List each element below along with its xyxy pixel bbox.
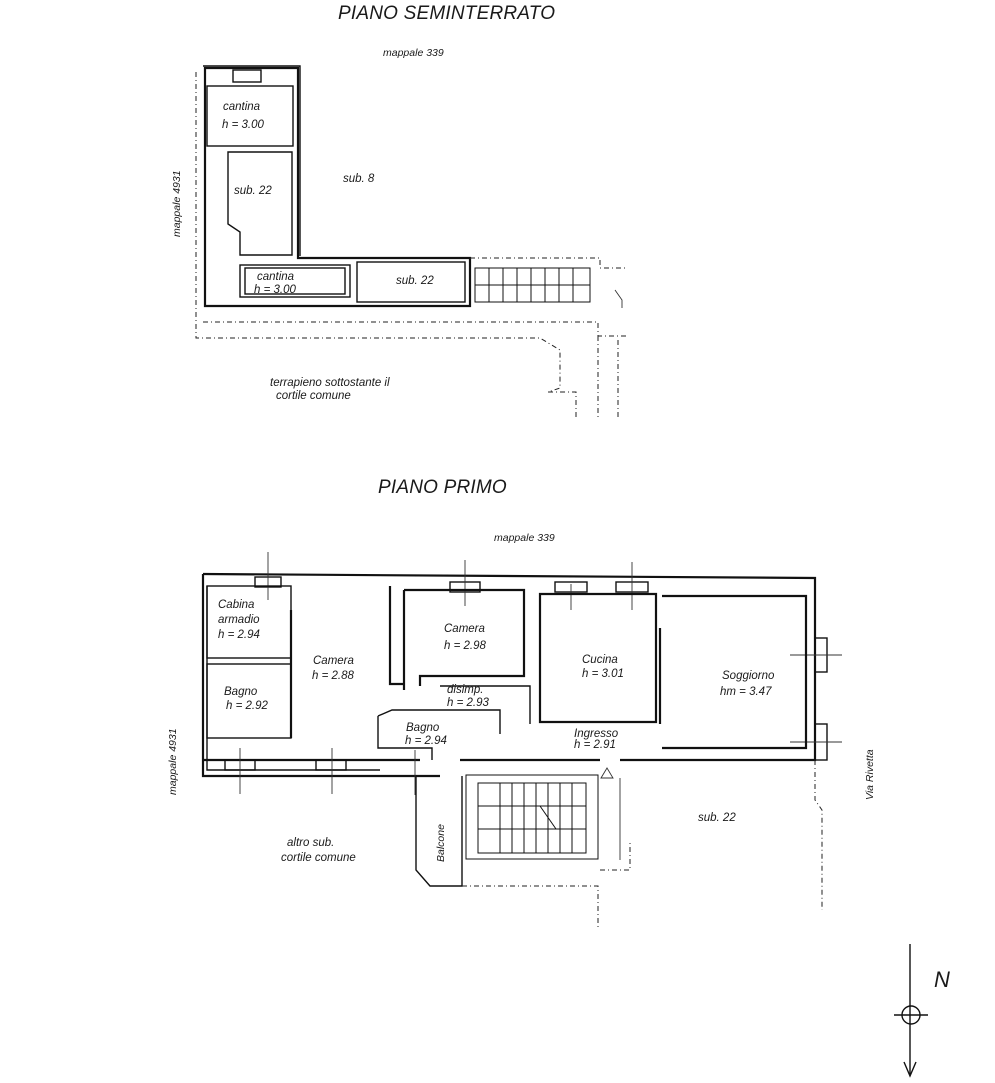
cabina-name-2: armadio [218, 614, 260, 626]
camera-2-name: Camera [444, 623, 485, 635]
cantina-1-name: cantina [223, 101, 260, 113]
bagno-2-room [377, 709, 501, 760]
soggiorno-name: Soggiorno [722, 670, 775, 682]
first-floor-mappale-top: mappale 339 [494, 532, 555, 544]
balcone-label: Balcone [435, 824, 447, 862]
soggiorno-height: hm = 3.47 [720, 686, 772, 698]
cantina-room-2-inner [244, 267, 346, 295]
first-floor-boundary [462, 885, 599, 930]
basement-wall-outline [203, 65, 301, 256]
camera-2-room [404, 588, 526, 686]
cucina-name: Cucina [582, 654, 618, 666]
camera-2-height: h = 2.98 [444, 640, 486, 652]
basement-mappale-left: mappale 4931 [171, 170, 183, 237]
cortile-comune-label: cortile comune [281, 852, 356, 864]
basement-plan: PIANO SEMINTERRATO mappale 339 mappale 4… [171, 3, 628, 420]
ingresso-name: Ingresso [574, 728, 619, 740]
bagno-2-name: Bagno [406, 722, 440, 734]
soggiorno-room [662, 594, 808, 750]
basement-title: PIANO SEMINTERRATO [338, 3, 555, 24]
basement-window [232, 69, 262, 83]
camera-1-name: Camera [313, 655, 354, 667]
basement-boundary [195, 72, 577, 418]
cantina-2-name: cantina [257, 271, 294, 283]
sub22-label: sub. 22 [698, 812, 736, 824]
via-rivetta-label: Via Rivetta [864, 749, 876, 800]
cantina-room-1 [206, 85, 294, 147]
cucina-height: h = 3.01 [582, 668, 624, 680]
cabina-name-1: Cabina [218, 599, 254, 611]
basement-stairs [474, 267, 591, 303]
camera-1-wall [388, 586, 404, 686]
cabina-height: h = 2.94 [218, 629, 260, 641]
sub22-horizontal-label: sub. 22 [396, 275, 434, 287]
sub22-room-vertical [227, 151, 293, 256]
terrapieno-line-1: terrapieno sottostante il [270, 377, 390, 389]
cantina-room-2 [239, 264, 351, 298]
first-floor-plan: PIANO PRIMO mappale 339 mappale 4931 Via… [167, 477, 876, 930]
camera-1-height: h = 2.88 [312, 670, 354, 682]
ingresso-height: h = 2.91 [574, 739, 616, 751]
basement-mappale-top: mappale 339 [383, 47, 444, 59]
north-label: N [934, 967, 950, 992]
bagno-2-height: h = 2.94 [405, 735, 447, 747]
altro-sub-label: altro sub. [287, 837, 334, 849]
first-floor-outer-wall [202, 572, 817, 762]
disimp-name: disimp. [447, 684, 483, 696]
cantina-2-height: h = 3.00 [254, 284, 296, 296]
disimp-height: h = 2.93 [447, 697, 489, 709]
window-camera-1 [315, 759, 347, 771]
terrapieno-line-2: cortile comune [276, 390, 351, 402]
first-floor-title: PIANO PRIMO [378, 477, 507, 498]
entrance-marker [600, 767, 614, 779]
sub8-label: sub. 8 [343, 173, 375, 185]
bagno-1-height: h = 2.92 [226, 700, 268, 712]
first-floor-stairs [465, 774, 599, 860]
axis-marks [239, 552, 842, 795]
sub22-room-horizontal [356, 261, 466, 303]
cantina-1-height: h = 3.00 [222, 119, 264, 131]
north-compass-icon: N [894, 944, 950, 1078]
balcone-outline [415, 776, 463, 887]
bagno-1-name: Bagno [224, 686, 258, 698]
sub22-vertical-label: sub. 22 [234, 185, 272, 197]
disimp-wall [440, 685, 531, 724]
first-floor-mappale-left: mappale 4931 [167, 728, 179, 795]
cucina-room [538, 592, 658, 724]
